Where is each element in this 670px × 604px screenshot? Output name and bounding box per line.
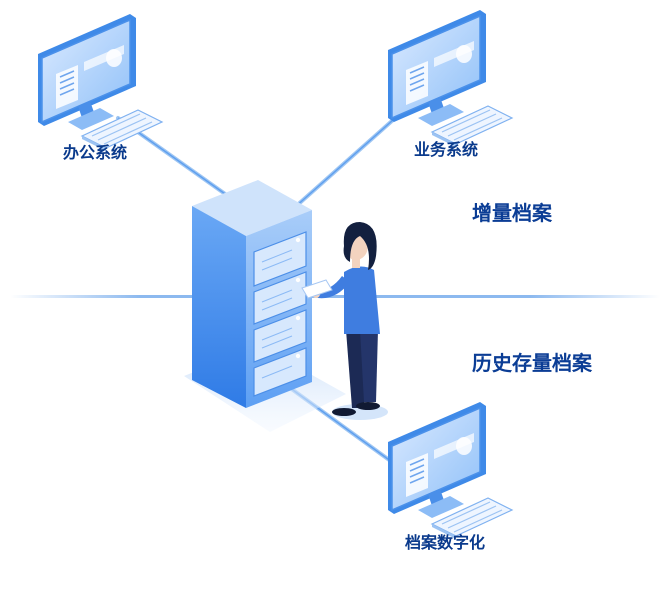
digitization-computer-icon [387,401,513,540]
archive-digitization-label: 档案数字化 [405,533,485,552]
business-computer-icon [387,9,513,148]
incremental-archives-label: 增量档案 [472,201,553,225]
divider-line [10,295,660,298]
server-rack-icon [192,180,312,408]
office-computer-icon [37,13,163,152]
person-illustration [301,222,388,420]
business-system-label: 业务系统 [414,140,478,159]
historical-archives-label: 历史存量档案 [472,351,593,375]
office-system-label: 办公系统 [63,143,127,162]
